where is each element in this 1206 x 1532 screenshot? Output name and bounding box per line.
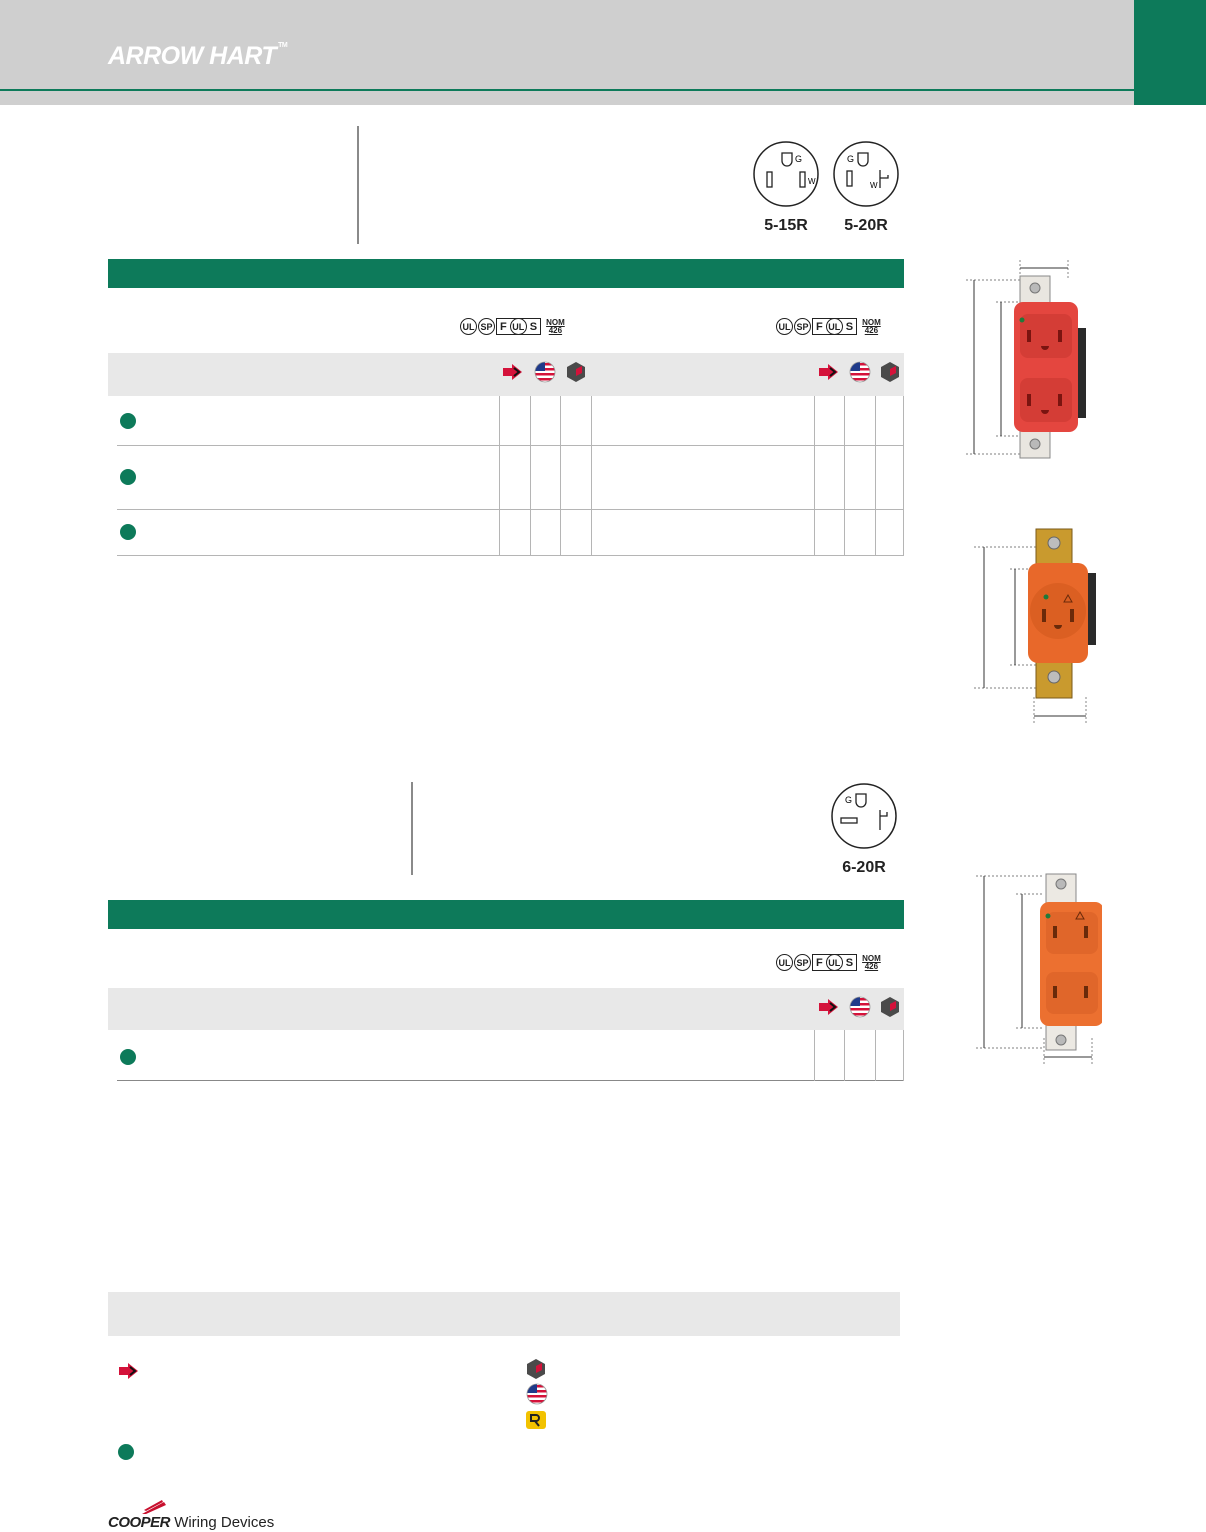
column-divider [814,1030,815,1081]
usa-flag-icon [849,996,871,1018]
header-rule [0,89,1140,91]
column-divider [903,1030,904,1081]
ul-mark-icon: UL [776,954,793,971]
orange-duplex-receptacle-image [976,873,1102,1066]
red-duplex-receptacle-image [966,260,1086,459]
cooper-wordmark: COOPER [108,1514,171,1531]
green-bullet-icon [120,524,136,540]
cooper-wiring-devices-logo: COOPER Wiring Devices [108,1514,274,1531]
csa-mark-icon: SP [794,954,811,971]
column-divider [499,396,500,556]
ul-mark-icon: UL [509,318,527,335]
section-title-bar [108,259,904,288]
column-divider [530,396,531,556]
table-row [117,396,904,446]
usa-flag-icon [526,1383,548,1405]
config-label: 6-20R [842,859,886,876]
column-divider [814,396,815,556]
shipping-arrow-icon [119,1363,138,1379]
csa-mark-icon: SP [794,318,811,335]
shipping-arrow-icon [819,364,838,380]
config-label: 5-15R [764,217,808,234]
page-header [0,0,1206,105]
svg-text:G: G [795,154,802,164]
column-divider [844,396,845,556]
ul-mark-icon: UL [776,318,793,335]
table-row [117,510,904,556]
s-letter: S [529,320,538,333]
receptacle-face-6-20r-icon: G [831,783,897,849]
section-tab [1134,0,1206,105]
config-6-20r: G 6-20R [830,782,898,877]
section-title-bar [108,900,904,929]
orange-single-receptacle-image [974,528,1096,725]
usa-flag-icon [849,361,871,383]
wiring-devices-text: Wiring Devices [174,1514,275,1531]
config-label: 5-20R [844,217,888,234]
f-letter: F [500,320,507,333]
green-bullet-icon [120,1049,136,1065]
shipping-arrow-icon [819,999,838,1015]
s-letter: S [845,320,854,333]
ul-mark-icon: UL [825,954,843,971]
column-divider [844,1030,845,1081]
table-header [108,988,904,1030]
svg-text:W: W [870,181,878,190]
green-bullet-icon [120,413,136,429]
usa-flag-icon [534,361,556,383]
table-row [117,1030,904,1081]
shipping-arrow-icon [503,364,522,380]
stock-box-icon [881,362,899,382]
ul-mark-icon: UL [460,318,477,335]
receptacle-face-5-20r-icon: G W [833,141,899,207]
green-bullet-icon [120,469,136,485]
stock-box-icon [527,1359,545,1379]
table-row [117,446,904,510]
stock-box-icon [881,997,899,1017]
receptacle-face-5-15r-icon: G W [753,141,819,207]
section-divider [357,126,359,244]
yellow-badge-icon [526,1411,546,1429]
f-letter: F [816,320,823,333]
config-5-20r: G W 5-20R [832,140,900,235]
svg-text:G: G [847,154,854,164]
legend-bar [108,1292,900,1336]
column-divider [591,396,592,556]
cooper-logo-icon [142,1500,166,1514]
column-divider [875,1030,876,1081]
green-bullet-icon [118,1444,134,1460]
column-divider [903,396,904,556]
column-divider [875,396,876,556]
svg-text:W: W [808,177,816,186]
stock-box-icon [567,362,585,382]
section-divider [411,782,413,875]
column-divider [560,396,561,556]
config-5-15r: G W 5-15R [752,140,820,235]
svg-text:G: G [845,795,852,805]
s-letter: S [845,956,854,969]
csa-mark-icon: SP [478,318,495,335]
f-letter: F [816,956,823,969]
ul-mark-icon: UL [825,318,843,335]
